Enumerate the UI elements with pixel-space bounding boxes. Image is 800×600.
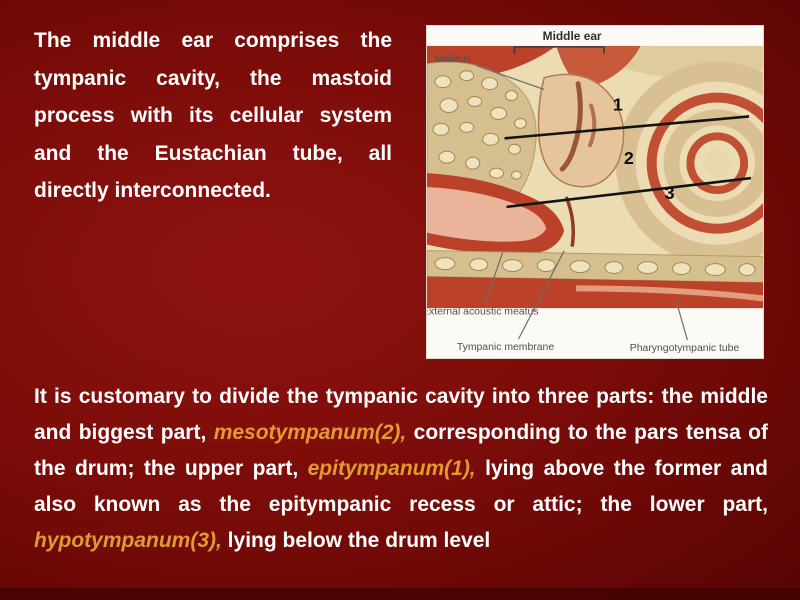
body-paragraph: It is customary to divide the tympanic c… <box>34 379 768 559</box>
external-acoustic-meatus-leader-line <box>484 252 504 305</box>
body-segment-4: lying below the drum level <box>221 529 491 552</box>
body-segment-1: It is customary to divide the tympanic c… <box>34 385 768 444</box>
tympanic-membrane-label: Tympanic membrane <box>457 342 555 353</box>
intro-paragraph: The middle ear comprises the tympanic ca… <box>34 29 392 202</box>
region-number-3: 3 <box>665 183 675 203</box>
external-acoustic-meatus-label: External acoustic meatus <box>427 306 538 317</box>
pharyngotympanic-tube-label: Pharyngotympanic tube <box>630 343 740 354</box>
anatomy-drawing <box>427 45 763 309</box>
term-epitympanum: epitympanum(1), <box>307 457 476 480</box>
body-segment-2: corresponding to the pars tensa of the d… <box>34 421 768 480</box>
term-hypotympanum: hypotympanum(3), <box>34 529 222 552</box>
figure-panel: 1 2 3 Middle ear Malleus External acoust… <box>426 25 764 359</box>
divider-line-2 <box>506 176 752 209</box>
figure-title-label: Middle ear <box>543 29 602 43</box>
pharyngotympanic-tube-leader-line <box>674 298 689 341</box>
mastoid-cells <box>432 70 527 223</box>
region-number-1: 1 <box>613 94 623 114</box>
term-mesotympanum: mesotympanum(2), <box>213 421 407 444</box>
region-number-2: 2 <box>624 148 634 168</box>
divider-line-1 <box>504 115 750 140</box>
tympanic-membrane-leader-line <box>517 250 565 340</box>
bottom-strip <box>0 588 800 600</box>
malleus-label: Malleus <box>435 54 471 65</box>
body-segment-3: lying above the former and also known as… <box>34 457 768 516</box>
bone-cells <box>434 257 756 276</box>
middle-ear-bracket <box>513 46 605 54</box>
malleus-leader-line <box>476 65 545 91</box>
middle-ear-illustration: 1 2 3 Middle ear Malleus External acoust… <box>427 26 763 358</box>
